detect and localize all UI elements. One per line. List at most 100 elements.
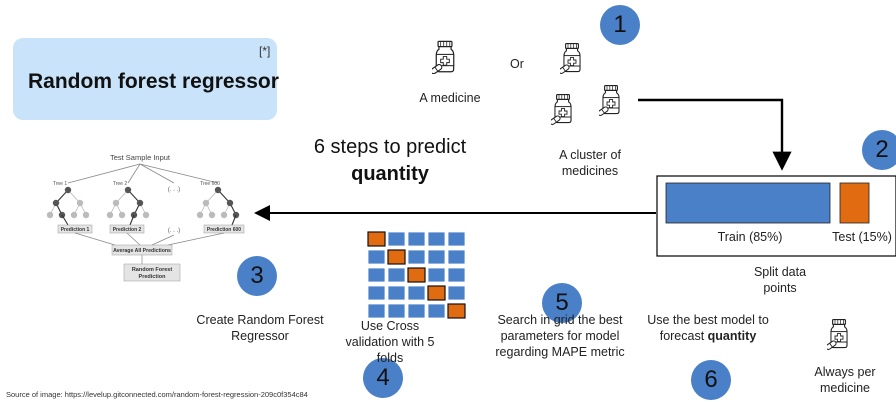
arrow-to-split xyxy=(638,98,792,171)
tree-node xyxy=(226,199,234,207)
tree-node xyxy=(208,211,216,219)
cv-train-cell xyxy=(367,303,386,319)
tree-edge xyxy=(231,214,237,226)
cv-train-cell xyxy=(427,249,446,265)
average-predictions-label: Average All Predictions xyxy=(113,248,171,254)
cv-train-cell xyxy=(387,285,406,301)
cv-train-cell xyxy=(367,267,386,283)
split-caption: Split data points xyxy=(735,264,825,296)
forest-input-label: Test Sample Input xyxy=(110,153,171,162)
tree-600-label: Tree 600 xyxy=(200,181,220,187)
step-2-badge: 2 xyxy=(862,130,896,170)
cv-validation-cell xyxy=(447,303,466,319)
cv-train-cell xyxy=(367,285,386,301)
tree-node xyxy=(82,211,90,219)
prediction-2-label: Prediction 2 xyxy=(113,227,142,233)
cluster-label-line1: A cluster of xyxy=(559,148,621,162)
image-source-note: Source of image: https://levelup.gitconn… xyxy=(6,390,308,399)
always-label-line2: medicine xyxy=(819,381,871,395)
split-caption-line2: points xyxy=(763,281,797,295)
title-box xyxy=(13,38,277,120)
tree-node xyxy=(46,211,54,219)
tree-node xyxy=(70,211,78,219)
cv-validation-cell xyxy=(407,267,426,283)
cv-train-cell xyxy=(367,249,386,265)
or-label: Or xyxy=(510,57,524,71)
cv-validation-cell xyxy=(387,249,406,265)
tree-edge xyxy=(129,214,135,226)
cluster-label-line2: medicines xyxy=(561,164,619,178)
step-6-label: Use the best model to forecast quantity xyxy=(643,312,773,344)
step-3-badge: 3 xyxy=(237,256,277,296)
tree-edge xyxy=(61,214,69,226)
always-per-medicine-label: Always per medicine xyxy=(800,364,890,396)
tree-2-label: Tree 2 xyxy=(113,181,127,187)
step-4-badge: 4 xyxy=(363,358,403,398)
steps-headline-line2: quantity xyxy=(351,163,429,185)
cv-train-cell xyxy=(447,249,466,265)
train-bar xyxy=(665,182,831,224)
step-6-label-text: Use the best model to forecast xyxy=(647,313,769,343)
always-label-line1: Always per xyxy=(814,365,876,379)
medicine-bottle-icon xyxy=(599,85,620,116)
tree-1-label: Tree 1 xyxy=(53,181,67,187)
final-prediction-line1: Random Forest xyxy=(132,267,173,273)
tree-node xyxy=(214,186,222,194)
random-forest-schematic: Test Sample Input Tree 1 Tree 2 Tree 600… xyxy=(46,153,245,282)
tree-node xyxy=(202,199,210,207)
cluster-medicine-label: A cluster of medicines xyxy=(545,147,635,179)
tree-ellipsis-bottom: (. . .) xyxy=(168,228,180,234)
cv-train-cell xyxy=(407,303,426,319)
medicine-bottle-icon xyxy=(432,40,455,74)
cv-train-cell xyxy=(407,285,426,301)
cv-train-cell xyxy=(387,303,406,319)
tree-node xyxy=(64,186,72,194)
tree-ellipsis-top: (. . .) xyxy=(168,187,180,193)
tree-node xyxy=(76,199,84,207)
tree-node xyxy=(142,211,150,219)
cv-train-cell xyxy=(427,303,446,319)
tree-node xyxy=(112,199,120,207)
split-caption-line1: Split data xyxy=(753,265,807,279)
cv-train-cell xyxy=(447,285,466,301)
step-5-badge: 5 xyxy=(542,283,582,323)
train-label: Train (85%) xyxy=(718,230,783,244)
tree-node xyxy=(124,186,132,194)
cv-validation-cell xyxy=(367,231,386,247)
cv-validation-cell xyxy=(427,285,446,301)
step-6-badge: 6 xyxy=(691,360,731,400)
test-label: Test (15%) xyxy=(832,230,892,244)
tree-node xyxy=(196,211,204,219)
steps-headline: 6 steps to predict quantity xyxy=(290,134,490,188)
tree-node xyxy=(52,199,60,207)
tree-node xyxy=(220,211,228,219)
step-1-badge: 1 xyxy=(600,5,640,45)
tree-node xyxy=(136,199,144,207)
tree-node xyxy=(106,211,114,219)
steps-headline-line1: 6 steps to predict xyxy=(313,136,467,158)
single-medicine-label: A medicine xyxy=(419,91,481,105)
cv-train-cell xyxy=(387,231,406,247)
final-prediction-line2: Prediction xyxy=(139,274,167,280)
cv-train-cell xyxy=(407,231,426,247)
page-title: Random forest regressor xyxy=(28,70,279,93)
cv-train-cell xyxy=(427,231,446,247)
medicine-bottle-icon xyxy=(551,94,572,125)
cv-train-cell xyxy=(447,231,466,247)
cv-train-cell xyxy=(407,249,426,265)
cv-train-cell xyxy=(427,267,446,283)
medicine-bottle-icon xyxy=(560,43,581,74)
cv-train-cell xyxy=(447,267,466,283)
test-bar xyxy=(839,182,870,224)
medicine-bottle-icon xyxy=(827,319,848,350)
cv-train-cell xyxy=(387,267,406,283)
citation-tag: [*] xyxy=(259,44,271,58)
step-5-label: Search in grid the best parameters for m… xyxy=(495,313,625,359)
step-6-label-bold: quantity xyxy=(707,329,757,343)
cross-validation-grid xyxy=(367,231,466,319)
prediction-600-label: Prediction 600 xyxy=(207,227,241,233)
step-4-label: Use Cross validation with 5 folds xyxy=(345,319,435,365)
prediction-1-label: Prediction 1 xyxy=(61,227,90,233)
tree-node xyxy=(118,211,126,219)
